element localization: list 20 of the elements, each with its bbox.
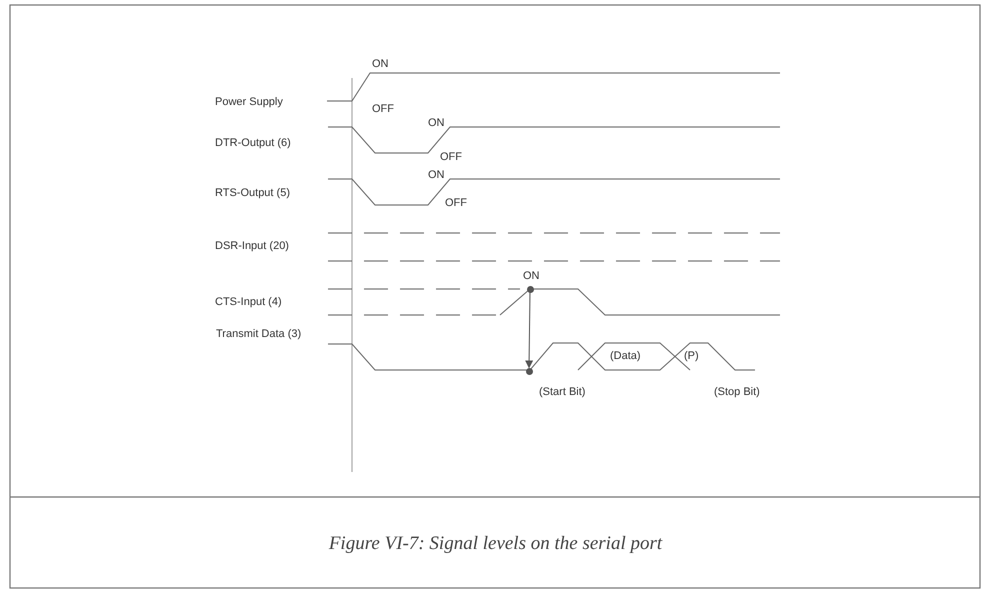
bit-label: (Data) <box>610 350 641 363</box>
signal-name: DSR-Input (20) <box>215 240 289 253</box>
signal-name: RTS-Output (5) <box>215 187 290 200</box>
marker-dot <box>526 368 532 374</box>
bit-label: (P) <box>684 350 699 363</box>
signal-name: Transmit Data (3) <box>216 328 302 341</box>
state-label: ON <box>523 270 540 283</box>
bit-label: (Start Bit) <box>539 386 586 399</box>
signal-name: DTR-Output (6) <box>215 137 291 150</box>
state-label: OFF <box>372 103 394 116</box>
state-label: OFF <box>440 151 462 164</box>
state-label: ON <box>428 169 444 182</box>
figure-caption: Figure VI-7: Signal levels on the serial port <box>328 533 662 554</box>
arrow <box>525 292 534 368</box>
state-label: OFF <box>445 197 467 210</box>
signal-name: CTS-Input (4) <box>215 296 282 309</box>
state-label: ON <box>372 58 388 71</box>
state-label: ON <box>428 117 444 130</box>
signal-name: Power Supply <box>215 96 283 109</box>
bit-label: (Stop Bit) <box>714 386 760 399</box>
